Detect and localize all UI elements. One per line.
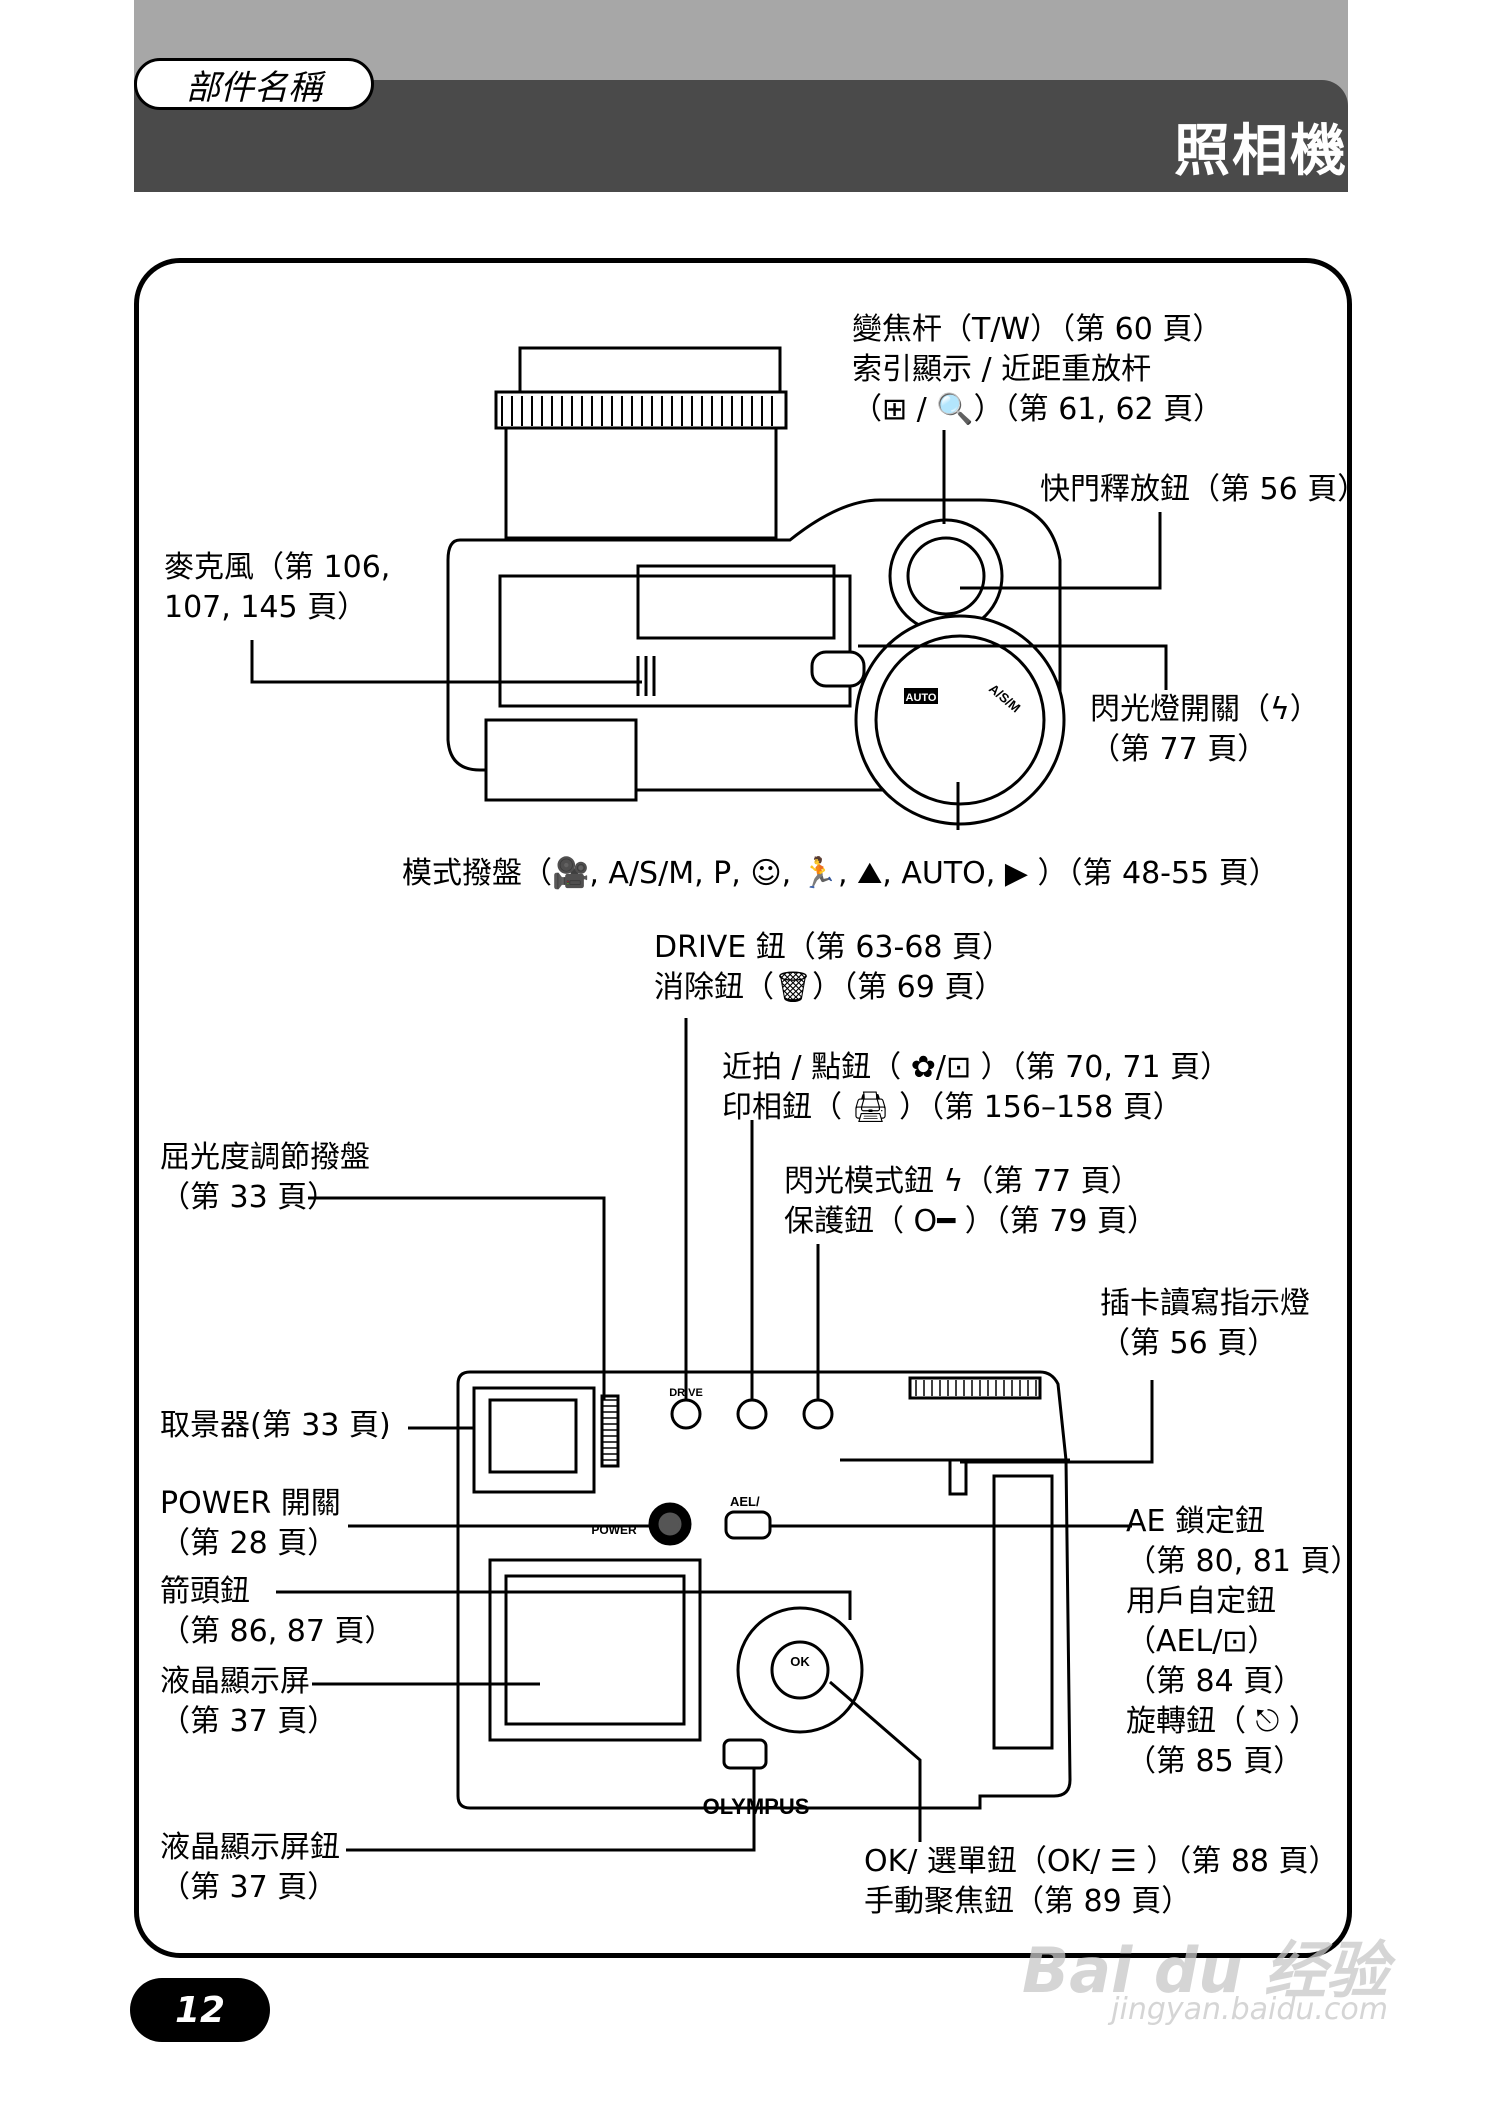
drive-label: DRIVE 鈕（第 63-68 頁）消除鈕（🗑）（第 69 頁） <box>654 930 1013 1005</box>
diopter-label: 屈光度調節撥盤（第 33 頁） <box>160 1140 370 1215</box>
power-text: POWER <box>591 1523 637 1537</box>
shutter-button <box>906 536 986 616</box>
mode-dial-label: 模式撥盤（🎥, A/S/M, P, ☺, 🏃, ⛰, AUTO, ▶ ）（第 4… <box>402 856 1279 891</box>
ae-lock-label: AE 鎖定鈕（第 80, 81 頁） 用戶自定鈕（AEL/⊡） （第 84 頁）… <box>1126 1504 1361 1779</box>
flash-mode-label: 閃光模式鈕 ϟ（第 77 頁）保護鈕（ O━ ）（第 79 頁） <box>784 1164 1157 1239</box>
lcd-button-label: 液晶顯示屏鈕（第 37 頁） <box>160 1830 340 1905</box>
lcd-screen <box>504 1574 686 1726</box>
diagram-frame <box>134 258 1352 1958</box>
drive-button <box>670 1398 702 1430</box>
ok-button <box>770 1640 830 1700</box>
auto-text: AUTO <box>906 692 937 704</box>
ok-menu-label: OK/ 選單鈕（OK/ ☰ ）（第 88 頁）手動聚焦鈕（第 89 頁） <box>864 1844 1339 1919</box>
mic-label: 麥克風（第 106,107, 145 頁） <box>164 550 391 625</box>
drive-text: DRIVE <box>669 1387 703 1399</box>
section-tab: 部件名稱 <box>134 58 374 110</box>
flash-mode-button <box>802 1398 834 1430</box>
brand-logo: OLYMPUS <box>703 1794 810 1819</box>
diopter-dial <box>600 1394 620 1468</box>
page-title: 照相機 <box>1174 119 1348 184</box>
card-lamp-label: 插卡讀寫指示燈（第 56 頁） <box>1100 1286 1310 1361</box>
lens-cap-ring <box>518 346 782 394</box>
mode-dial <box>854 614 1066 826</box>
arrow-pad-label: 箭頭鈕（第 86, 87 頁） <box>160 1574 395 1649</box>
ok-text: OK <box>790 1654 810 1669</box>
macro-button <box>736 1398 768 1430</box>
lcd-toggle-button <box>722 1738 768 1770</box>
power-label: POWER 開關（第 28 頁） <box>160 1486 341 1561</box>
flash-switch-label: 閃光燈開關（ϟ）（第 77 頁） <box>1090 692 1320 767</box>
macro-label: 近拍 / 點鈕（ ✿/⊡ ）（第 70, 71 頁）印相鈕（ 🖨 ）（第 156… <box>722 1050 1231 1125</box>
lens-barrel <box>504 426 778 540</box>
shutter-label: 快門釋放鈕（第 56 頁） <box>1040 472 1368 507</box>
viewfinder <box>472 1386 596 1494</box>
ael-button <box>724 1510 772 1540</box>
viewfinder-label: 取景器(第 33 頁) <box>160 1408 391 1443</box>
zoom-label: 變焦杆（T/W）（第 60 頁）索引顯示 / 近距重放杆（⊞ / 🔍）（第 61… <box>852 312 1224 427</box>
lcd-bezel <box>488 1558 702 1742</box>
ael-text: AEL/ <box>730 1494 760 1509</box>
watermark-brand: Bai du 经验 <box>1021 1934 1388 2007</box>
watermark-url: jingyan.baidu.com <box>1111 1992 1388 2027</box>
lcd-label: 液晶顯示屏（第 37 頁） <box>160 1664 338 1739</box>
page-number: 12 <box>130 1978 270 2042</box>
flash-switch <box>810 650 866 688</box>
